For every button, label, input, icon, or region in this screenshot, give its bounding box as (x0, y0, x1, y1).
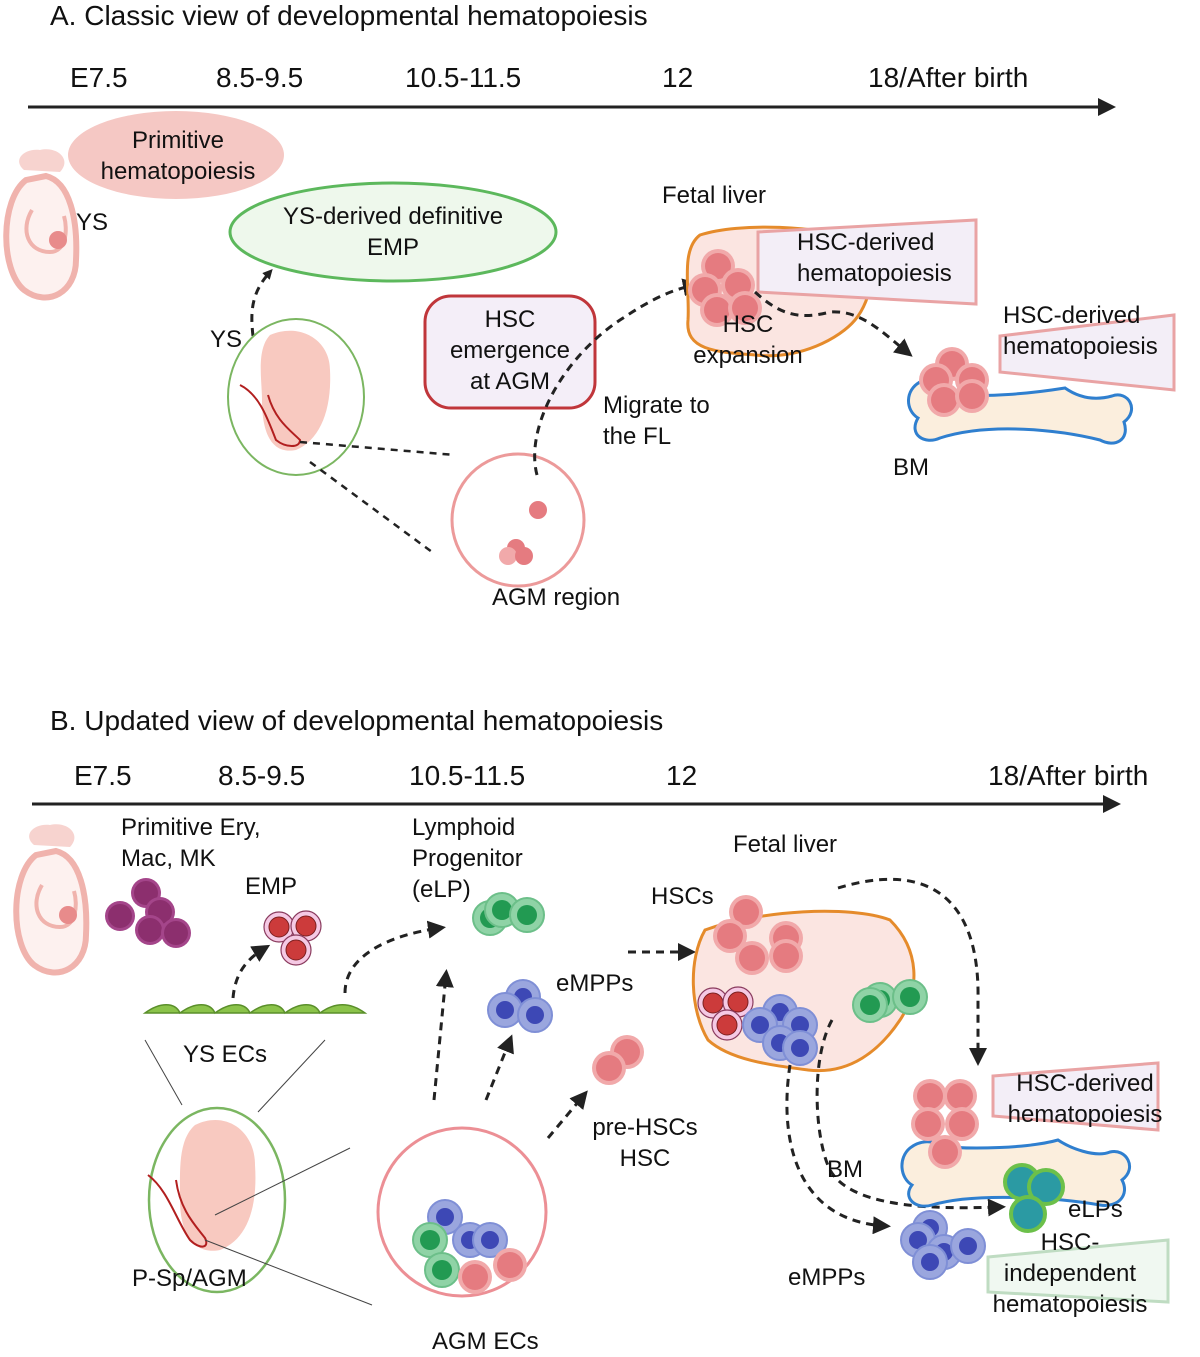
ys-embryo-label: YS (210, 326, 243, 353)
emp-label: EMP (245, 873, 298, 900)
timeline-a-12: 12 (662, 62, 694, 93)
ys-endothelial-cells (142, 1004, 368, 1015)
bm-banner-shape-a (998, 313, 1176, 392)
elps-label: eLPs (1068, 1196, 1123, 1223)
bm-label-b: BM (827, 1156, 863, 1183)
timeline-a-birth: 18/After birth (868, 62, 1029, 93)
ys-emp-ellipse (228, 181, 558, 283)
psp-agm-label: P-Sp/AGM (132, 1265, 247, 1292)
fl-banner-shape (756, 218, 978, 306)
hscs-label: HSCs (651, 883, 714, 910)
timeline-b-12: 12 (666, 760, 698, 791)
agm-ecs-label: AGM ECs (432, 1328, 539, 1355)
fetal-liver-label-a: Fetal liver (662, 182, 767, 209)
empps-mid-label: eMPPs (556, 970, 634, 997)
bm-label-a: BM (893, 454, 929, 481)
timeline-b-8-5: 8.5-9.5 (218, 760, 306, 791)
fetal-liver-label-b: Fetal liver (733, 831, 838, 858)
panel-b-title: B. Updated view of developmental hematop… (50, 705, 664, 736)
timeline-a-e7-5: E7.5 (70, 62, 128, 93)
timeline-b-birth: 18/After birth (988, 760, 1149, 791)
panel-a-title: A. Classic view of developmental hematop… (50, 0, 648, 31)
embryo-yolk-sac-icon (227, 318, 365, 476)
agm-region-circle (450, 452, 586, 588)
ys-label-a: YS (76, 209, 109, 236)
embryo-psp-agm-icon (147, 1106, 287, 1294)
hsc-derived-banner-b (991, 1061, 1160, 1132)
timeline-a-10-5: 10.5-11.5 (405, 62, 522, 93)
hsc-independent-banner (986, 1238, 1170, 1304)
primitive-ellipse (68, 111, 284, 199)
yolk-sac-icon-b (13, 824, 90, 976)
primitive-cells-label: Primitive Ery,Mac, MK (121, 814, 261, 872)
timeline-a-8-5: 8.5-9.5 (216, 62, 304, 93)
timeline-b-10-5: 10.5-11.5 (409, 760, 526, 791)
timeline-b-e7-5: E7.5 (74, 760, 132, 791)
ys-ecs-label: YS ECs (183, 1041, 268, 1068)
empps-bottom-label: eMPPs (788, 1264, 866, 1291)
hsc-emergence-box (423, 294, 597, 410)
yolk-sac-icon (3, 149, 80, 301)
agm-region-label: AGM region (492, 584, 621, 611)
